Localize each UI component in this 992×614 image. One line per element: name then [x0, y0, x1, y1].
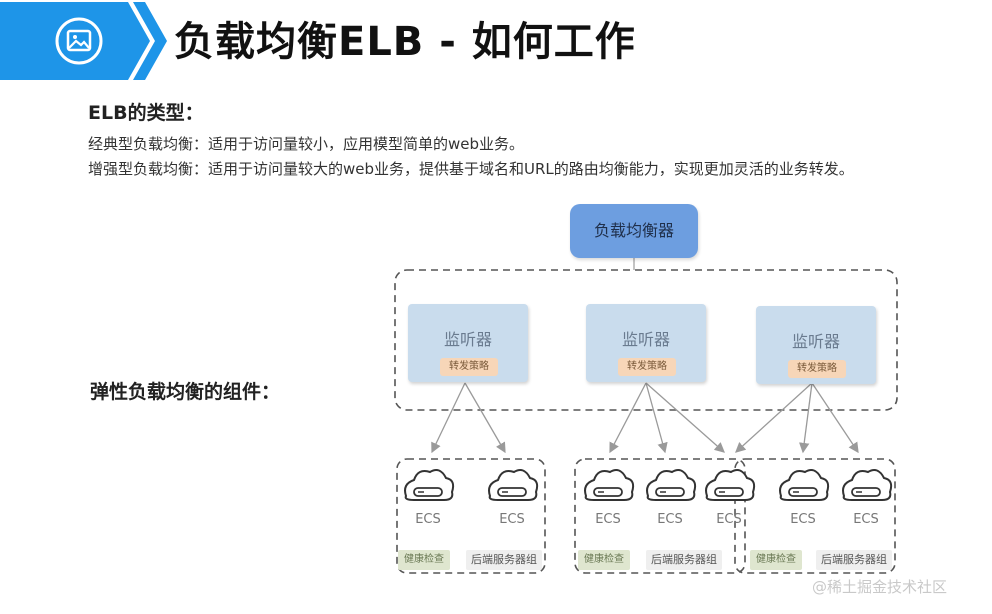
listener-node: 监听器 转发策略 [586, 304, 706, 382]
watermark: @稀土掘金技术社区 [812, 578, 948, 596]
classic-elb-description: 经典型负载均衡：适用于访问量较小，应用模型简单的web业务。 [88, 135, 525, 153]
backend-group-tag: 后端服务器组 [466, 550, 542, 570]
backend-group-tag: 后端服务器组 [646, 550, 722, 570]
backend-group-tag: 后端服务器组 [816, 550, 892, 570]
server-group-box-1 [396, 458, 546, 574]
load-balancer-node: 负载均衡器 [570, 204, 698, 258]
ecs-label: ECS [657, 512, 683, 527]
ecs-label: ECS [790, 512, 816, 527]
listener-label: 监听器 [621, 330, 670, 349]
elb-types-heading: ELB的类型： [88, 102, 204, 124]
listener-node: 监听器 转发策略 [756, 306, 876, 384]
ecs-label: ECS [595, 512, 621, 527]
ecs-cloud-icon [488, 469, 539, 501]
forwarding-policy-tag: 转发策略 [788, 360, 846, 378]
ecs-cloud-icon [779, 469, 830, 501]
listener-label: 监听器 [791, 332, 840, 351]
ecs-cloud-icon [584, 469, 635, 501]
components-label: 弹性负载均衡的组件： [90, 381, 281, 403]
enhanced-elb-description: 增强型负载均衡：适用于访问量较大的web业务，提供基于域名和URL的路由均衡能力… [88, 160, 854, 178]
ecs-label: ECS [415, 512, 441, 527]
server-group-box-2 [574, 458, 746, 574]
header-banner [0, 0, 992, 82]
ecs-label: ECS [716, 512, 742, 527]
listener-node: 监听器 转发策略 [408, 304, 528, 382]
ecs-cloud-icon [705, 469, 756, 501]
ecs-label: ECS [499, 512, 525, 527]
health-check-tag: 健康检查 [398, 550, 450, 570]
forwarding-policy-tag: 转发策略 [440, 358, 498, 376]
listener-label: 监听器 [443, 330, 492, 349]
ecs-cloud-icon [646, 469, 697, 501]
ecs-cloud-icon [404, 469, 455, 501]
page-title: 负载均衡ELB - 如何工作 [174, 19, 636, 65]
forwarding-policy-tag: 转发策略 [618, 358, 676, 376]
health-check-tag: 健康检查 [750, 550, 802, 570]
health-check-tag: 健康检查 [578, 550, 630, 570]
ecs-label: ECS [853, 512, 879, 527]
listener-container [394, 269, 898, 411]
ecs-cloud-icon [842, 469, 893, 501]
image-icon [54, 16, 104, 66]
